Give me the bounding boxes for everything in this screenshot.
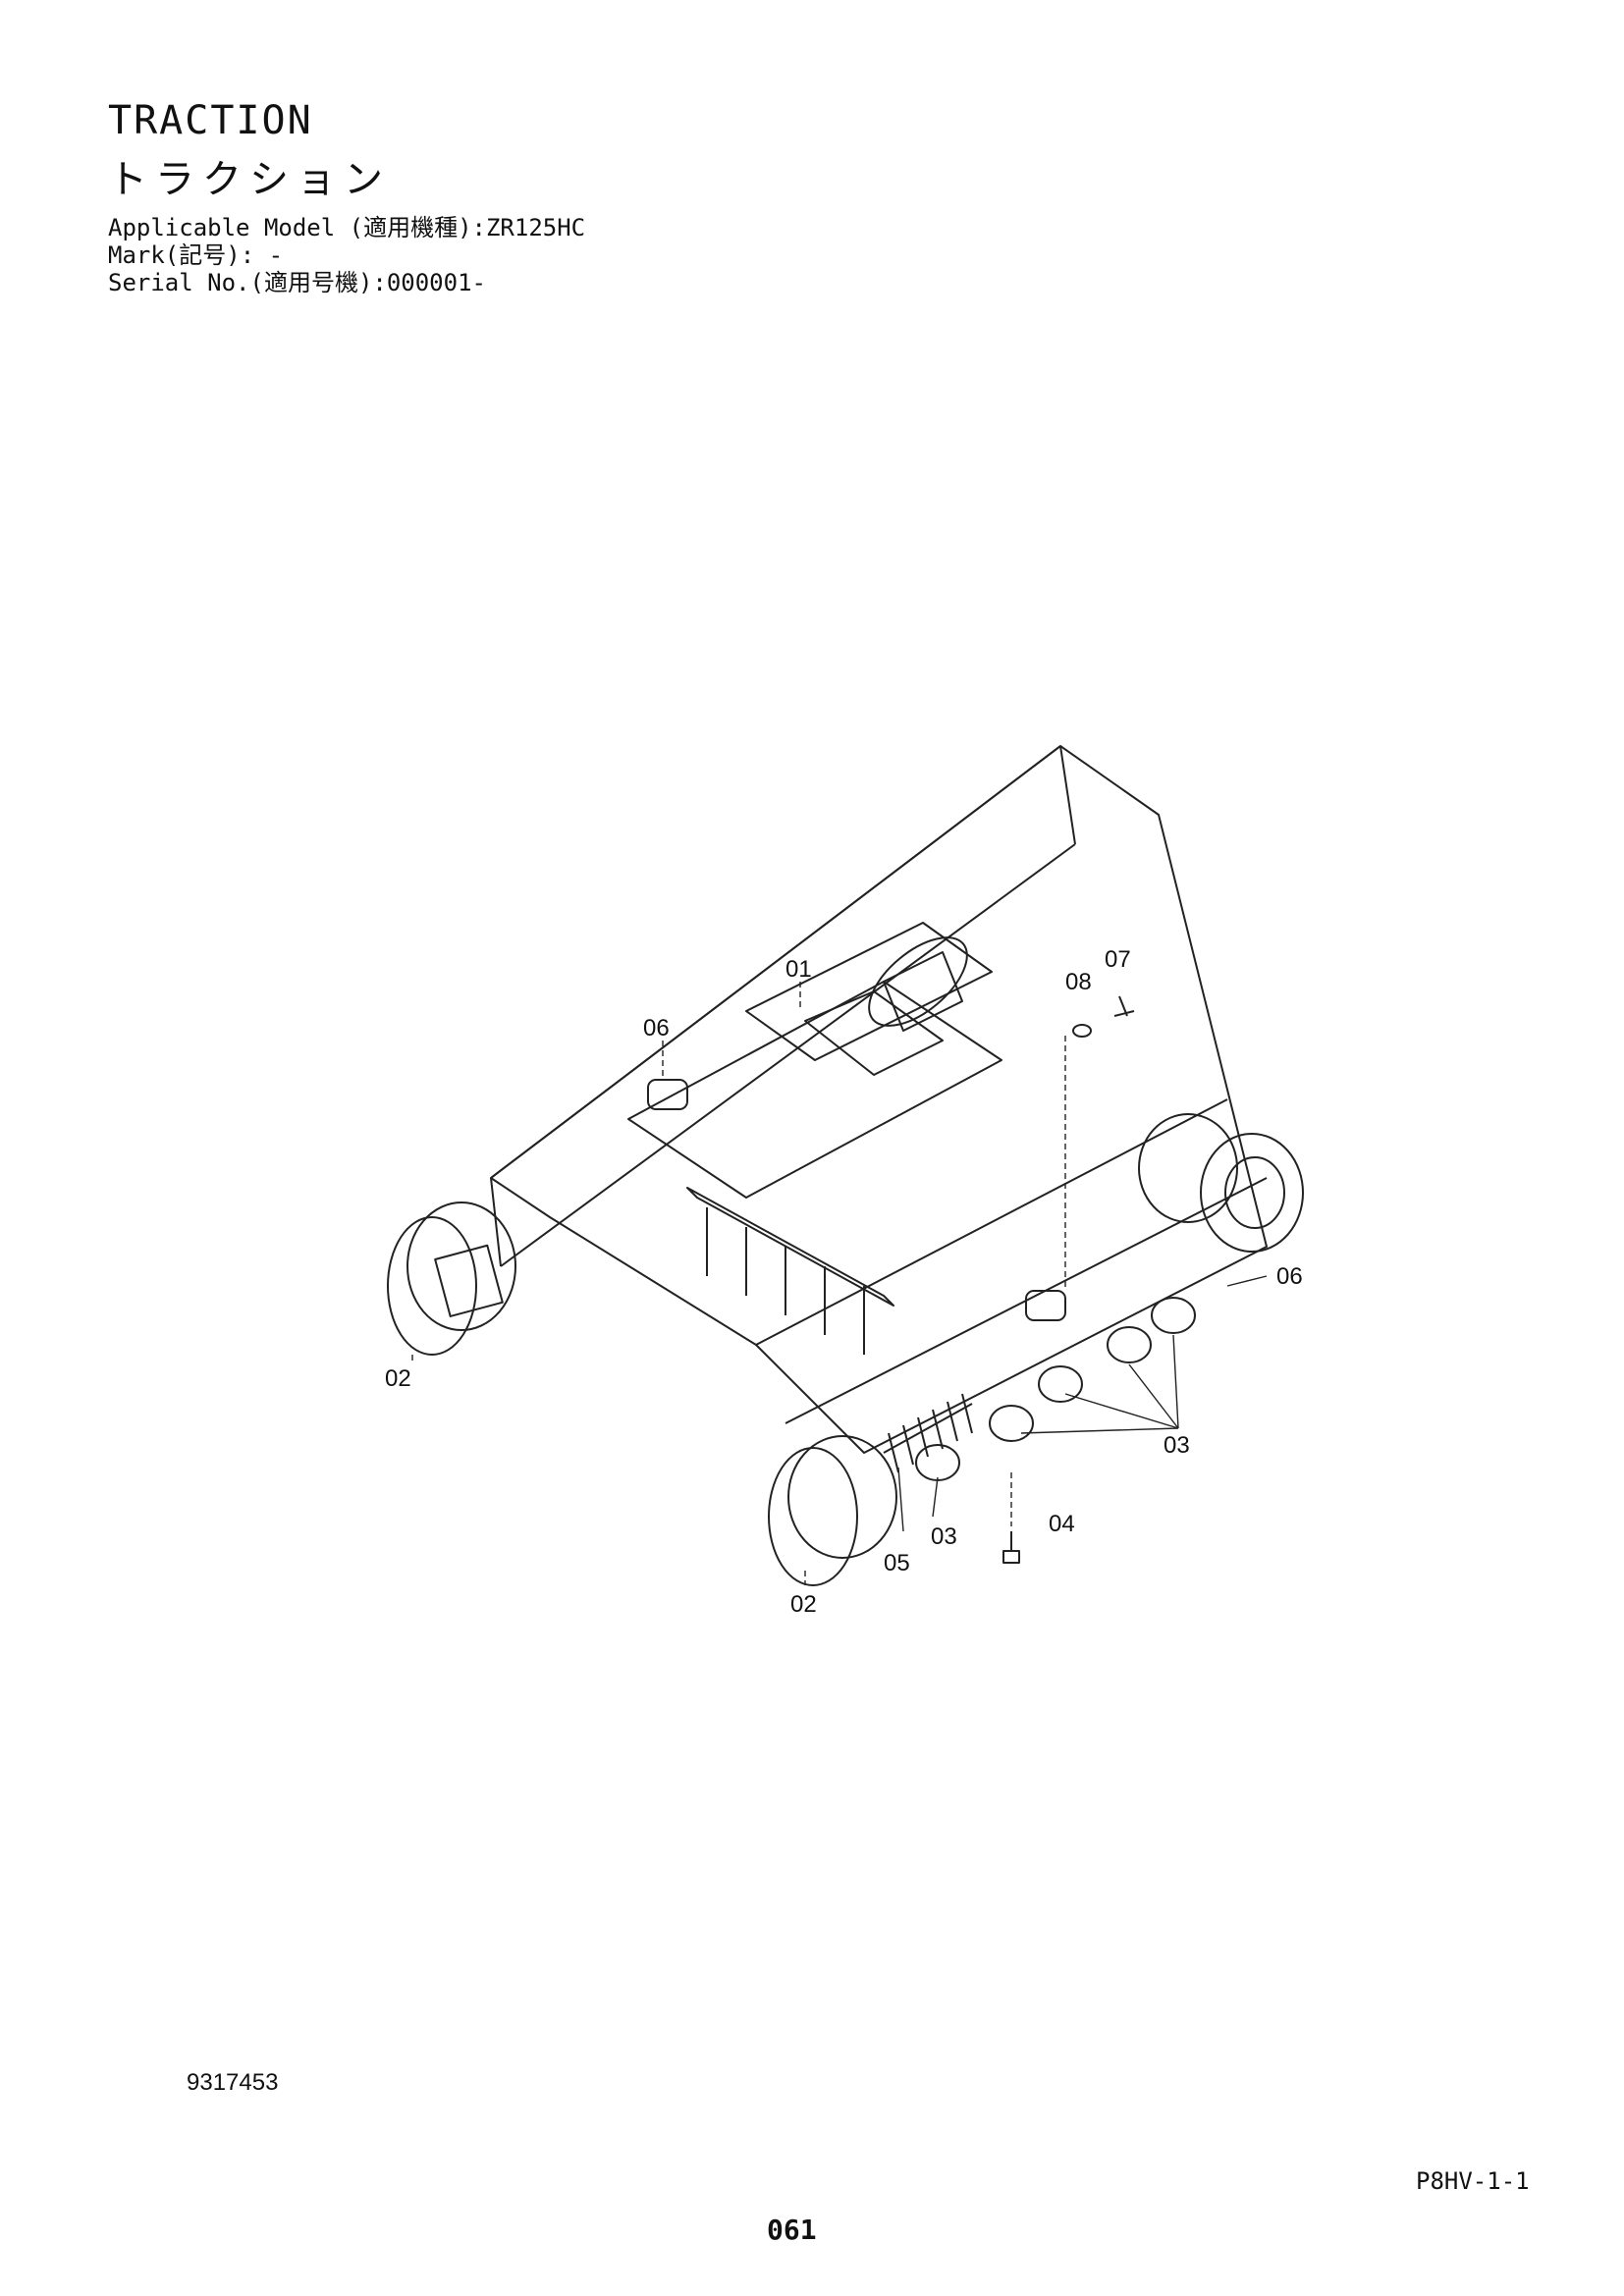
callout-03-center: 03	[931, 1523, 957, 1550]
lower-rollers	[915, 1297, 1196, 1481]
top-bracket	[804, 990, 944, 1076]
callout-06-right: 06	[1276, 1263, 1303, 1290]
cross-member-2	[745, 922, 993, 1061]
callout-02-left: 02	[385, 1365, 411, 1392]
applicable-model: Applicable Model (適用機種):ZR125HC	[108, 214, 586, 241]
side-beam-right	[755, 1098, 1268, 1424]
rib-bar	[686, 1187, 894, 1307]
model-info: Applicable Model (適用機種):ZR125HC Mark(記号)…	[108, 214, 585, 296]
idler-front	[768, 1447, 858, 1586]
page-title: TRACTION	[108, 98, 313, 143]
idler-rear-right	[868, 936, 968, 1027]
ribs	[706, 1207, 865, 1355]
page-code: P8HV-1-1	[1416, 2167, 1530, 2195]
callout-06-top: 06	[643, 1015, 670, 1041]
idler-right-end	[1200, 1133, 1304, 1253]
document-number: 9317453	[187, 2069, 279, 2096]
side-beam-left	[490, 745, 1076, 1267]
top-bracket-2	[883, 951, 963, 1032]
idler-left	[387, 1216, 477, 1356]
cross-member	[627, 981, 1002, 1199]
mark: Mark(記号): -	[108, 241, 284, 269]
upper-roller-top	[647, 1079, 688, 1110]
page-number: 061	[767, 2214, 817, 2246]
bolt-07	[1113, 995, 1135, 1017]
washer-08	[1072, 1024, 1092, 1038]
callout-08: 08	[1065, 969, 1092, 995]
callout-04: 04	[1049, 1511, 1075, 1537]
recoil-spring	[883, 1393, 973, 1473]
callout-05: 05	[884, 1550, 910, 1576]
page-title-japanese: トラクション	[108, 157, 391, 202]
serial-number: Serial No.(適用号機):000001-	[108, 269, 486, 296]
callout-01: 01	[785, 956, 812, 983]
callout-02-bottom: 02	[790, 1591, 817, 1618]
upper-roller-right	[1025, 1290, 1066, 1321]
callout-03-right: 03	[1164, 1432, 1190, 1459]
callout-07: 07	[1105, 946, 1131, 973]
bolt-04	[1002, 1531, 1020, 1564]
frame-outline	[490, 745, 1268, 1454]
